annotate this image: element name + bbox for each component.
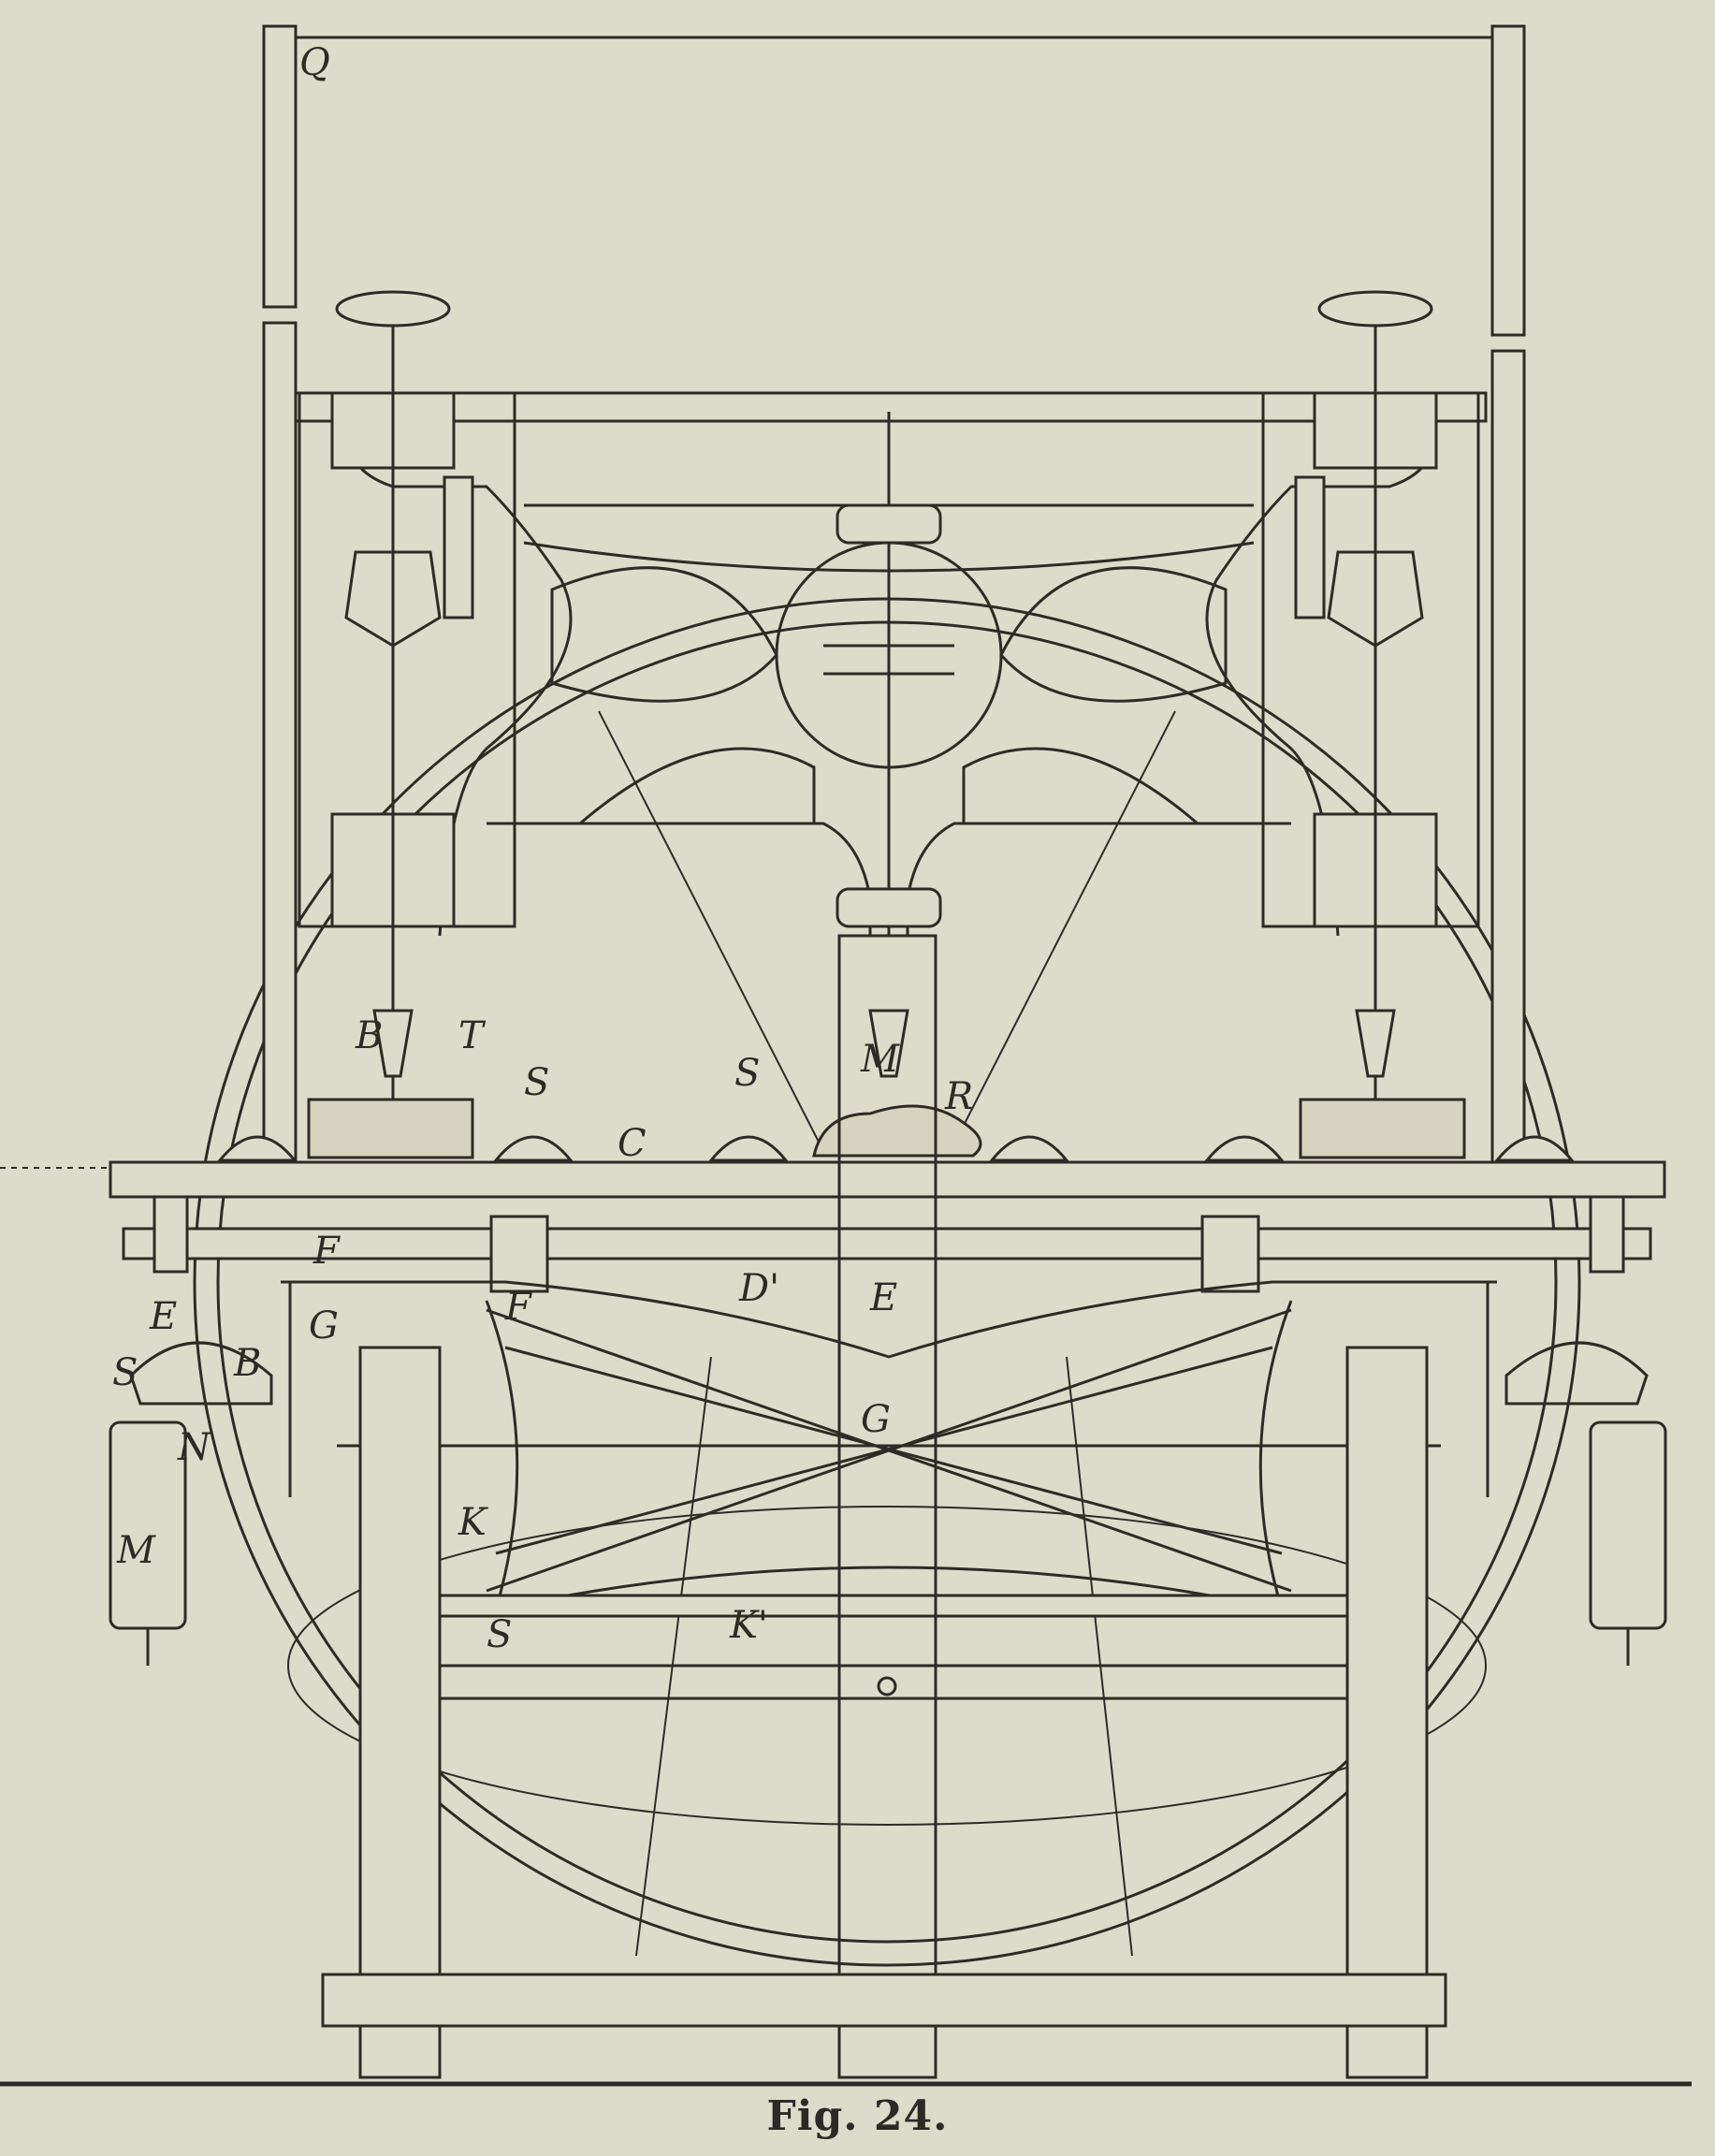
label-c: C [618, 1122, 647, 1165]
label-f: F [312, 1230, 341, 1273]
label-q: Q [299, 41, 330, 84]
label-b: B [355, 1014, 383, 1057]
weight-right [1589, 1420, 1667, 1630]
label-m: M [116, 1529, 156, 1572]
upper-frame [294, 391, 1488, 937]
label-t: T [458, 1014, 487, 1057]
machine-engraving: Q B T S C S M R F D' E F E S B G N M K G… [0, 24, 1692, 2087]
clamps [216, 1135, 1576, 1162]
label-s: S [487, 1613, 512, 1656]
label-m: M [860, 1038, 900, 1081]
label-g: G [309, 1304, 339, 1348]
wood-block-right [1299, 1098, 1466, 1159]
label-e: E [869, 1276, 897, 1319]
label-b: B [233, 1342, 261, 1385]
lower-rod [122, 1227, 1652, 1260]
stand [0, 934, 1692, 2087]
label-n: N [177, 1426, 212, 1469]
label-s: S [734, 1052, 760, 1095]
label-k: K [458, 1501, 488, 1544]
wood-block-left [307, 1098, 474, 1159]
label-r: R [944, 1075, 973, 1118]
center-drill [868, 1009, 909, 1078]
weight-left [109, 1420, 187, 1630]
label-f-bracket: F [504, 1286, 532, 1329]
workpiece-center [812, 1104, 982, 1158]
label-s: S [524, 1061, 549, 1104]
label-d-prime: D' [738, 1267, 779, 1310]
label-e: E [149, 1295, 177, 1338]
right-drill-head [1261, 290, 1480, 1104]
label-g: G [861, 1398, 891, 1441]
left-drill-head [298, 290, 516, 1104]
label-k-prime: K' [729, 1604, 768, 1647]
label-s: S [112, 1351, 138, 1394]
table [109, 1160, 1666, 1199]
figure-caption: Fig. 24. [766, 2092, 949, 2140]
part-labels: Q B T S C S M R F D' E F E S B G N M K G… [112, 41, 973, 1656]
large-wheel [193, 597, 1581, 1967]
